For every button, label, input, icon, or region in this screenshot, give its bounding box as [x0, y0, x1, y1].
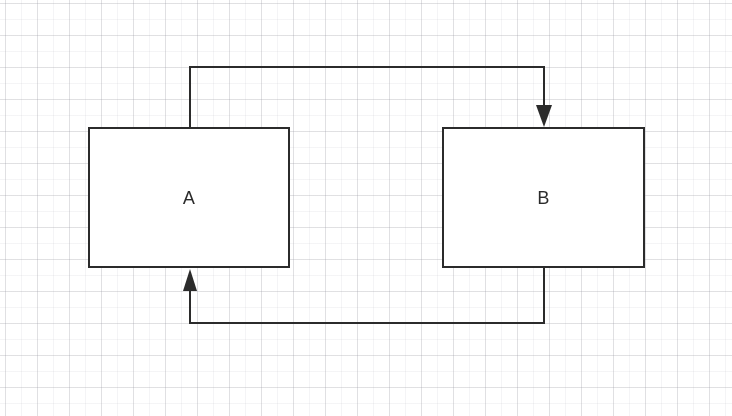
edge-a-to-b[interactable]: [189, 66, 552, 127]
edge-b-to-a-line: [189, 268, 545, 324]
node-a-label: A: [182, 187, 196, 208]
node-a[interactable]: A: [88, 127, 290, 268]
edge-a-to-b-line: [189, 66, 545, 127]
edge-a-to-b-arrowhead: [536, 105, 552, 127]
edge-b-to-a-arrowhead: [183, 269, 197, 291]
node-b-label: B: [537, 187, 550, 208]
node-b[interactable]: B: [442, 127, 645, 268]
edge-b-to-a[interactable]: [183, 268, 545, 324]
